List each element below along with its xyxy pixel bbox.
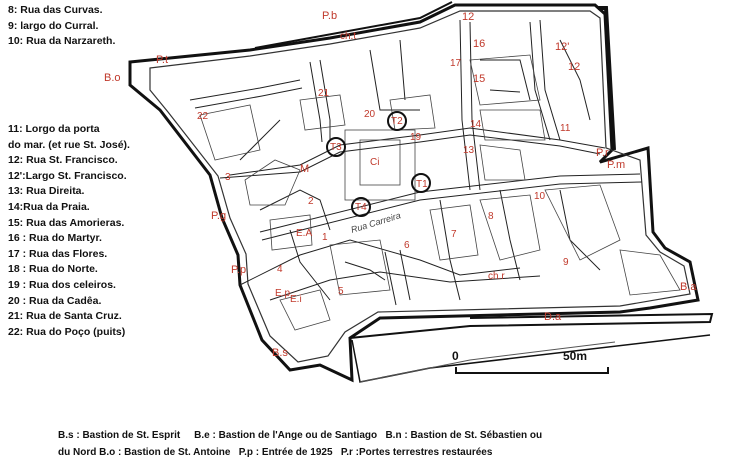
legend-item: 10: Rua da Narzareth. xyxy=(8,35,116,48)
label-17: 17 xyxy=(450,58,462,69)
label-chr: ch.r xyxy=(488,271,505,282)
scale-bar: 0 50m xyxy=(452,349,609,374)
bottom-legend-item: B.n : Bastion de St. Sébastien ou xyxy=(385,430,543,441)
south-ground-2 xyxy=(359,341,616,383)
south-ground xyxy=(351,334,711,383)
label-Ci: Ci xyxy=(370,157,379,168)
label-Pm: P.m xyxy=(607,159,625,171)
label-12p: 12' xyxy=(555,41,569,53)
label-Pp: P.p xyxy=(231,264,246,276)
label-Ei: E.i xyxy=(290,294,302,305)
label-2: 2 xyxy=(308,196,314,207)
legend-top: 8: Rua das Curvas. 9: largo do Curral. 1… xyxy=(8,3,115,50)
label-12-top: 12 xyxy=(568,61,580,73)
scale-zero: 0 xyxy=(452,349,459,363)
label-EA: E.A xyxy=(296,228,312,239)
label-19: 19 xyxy=(410,132,422,143)
label-12: 12 xyxy=(462,11,474,23)
legend-item: 17 : Rua das Flores. xyxy=(8,247,108,260)
legend-item: 12: Rua St. Francisco. xyxy=(8,154,118,167)
label-Ep: E.p xyxy=(275,288,290,299)
label-Da: D.a xyxy=(544,311,562,323)
legend-item: 11: Lorgo da porta xyxy=(8,123,100,135)
label-14: 14 xyxy=(470,119,482,130)
label-9: 9 xyxy=(563,257,569,268)
legend-item: 20 : Rua da Cadêa. xyxy=(8,294,102,307)
legend-item: do mar. (et rue St. José). xyxy=(8,138,130,151)
bottom-legend-item: P.p : Entrée de 1925 xyxy=(238,447,333,458)
tower-T1 xyxy=(411,173,431,193)
label-5: 5 xyxy=(338,286,344,297)
label-20: 20 xyxy=(364,109,376,120)
legend-item: 12':Largo St. Francisco. xyxy=(8,169,127,182)
label-T3: T3 xyxy=(330,142,342,153)
label-street: Rua Carreira xyxy=(350,210,402,235)
label-T2: T2 xyxy=(391,116,403,127)
label-M: M xyxy=(300,163,309,175)
label-16: 16 xyxy=(473,38,485,50)
tower-T2 xyxy=(387,111,407,131)
inner-wall xyxy=(149,10,691,363)
label-7: 7 xyxy=(451,229,457,240)
legend-item: 19 : Rua dos celeiros. xyxy=(8,278,116,291)
label-15: 15 xyxy=(473,73,485,85)
east-rampart xyxy=(598,6,616,151)
street-network xyxy=(189,19,643,306)
fortress-map: P.b P.t B.o P.g P.p E.p E.i B.s B.a D.a … xyxy=(104,1,714,383)
bottom-legend: B.s : Bastion de St. Esprit B.e : Bastio… xyxy=(58,427,708,461)
legend-item: 14:Rua da Praia. xyxy=(8,200,90,213)
label-Ba: B.a xyxy=(680,281,697,293)
label-4: 4 xyxy=(277,264,283,275)
legend-item: 21: Rua de Santa Cruz. xyxy=(8,310,122,323)
label-8: 8 xyxy=(488,211,494,222)
label-T4: T4 xyxy=(355,202,367,213)
label-1: 1 xyxy=(322,232,328,243)
label-10: 10 xyxy=(534,191,546,202)
legend-item: 15: Rua das Amorieras. xyxy=(8,216,125,229)
south-rampart xyxy=(349,312,714,339)
north-outer-line xyxy=(254,1,453,49)
legend-item: 9: largo do Curral. xyxy=(8,19,99,32)
label-Pt: P.t xyxy=(156,54,168,66)
bottom-legend-item: P.r :Portes terrestres restaurées xyxy=(340,447,493,458)
label-cht: ch.t xyxy=(340,31,356,42)
label-Bo: B.o xyxy=(104,72,121,84)
building-blocks xyxy=(199,54,681,331)
tower-T4 xyxy=(351,197,371,217)
bottom-legend-item: du Nord B.o : Bastion de St. Antoine xyxy=(58,447,231,458)
label-Pb: P.b xyxy=(322,10,337,22)
label-13: 13 xyxy=(463,145,475,156)
legend-item: 18 : Rua do Norte. xyxy=(8,263,98,276)
legend-item: 8: Rua das Curvas. xyxy=(8,4,103,16)
label-22: 22 xyxy=(197,111,209,122)
label-11: 11 xyxy=(560,123,571,134)
legend-mid: 11: Lorgo da porta do mar. (et rue St. J… xyxy=(8,122,130,340)
scale-distance: 50m xyxy=(563,349,587,363)
label-Bs: B.s xyxy=(272,347,288,359)
label-21: 21 xyxy=(318,88,330,99)
label-T1: T1 xyxy=(416,179,428,190)
legend-item: 13: Rua Direita. xyxy=(8,185,85,198)
bottom-legend-item: B.s : Bastion de St. Esprit xyxy=(58,430,181,441)
bottom-legend-item: B.e : Bastion de l'Ange ou de Santiago xyxy=(194,430,378,441)
label-6: 6 xyxy=(404,240,410,251)
outer-wall xyxy=(128,3,700,383)
legend-item: 16 : Rua do Martyr. xyxy=(8,232,102,245)
label-3: 3 xyxy=(225,172,231,183)
legend-item: 22: Rua do Poço (puits) xyxy=(8,325,126,338)
label-Pg: P.g xyxy=(211,210,226,222)
label-Pr: P.r xyxy=(596,147,609,159)
tower-T3 xyxy=(326,137,346,157)
